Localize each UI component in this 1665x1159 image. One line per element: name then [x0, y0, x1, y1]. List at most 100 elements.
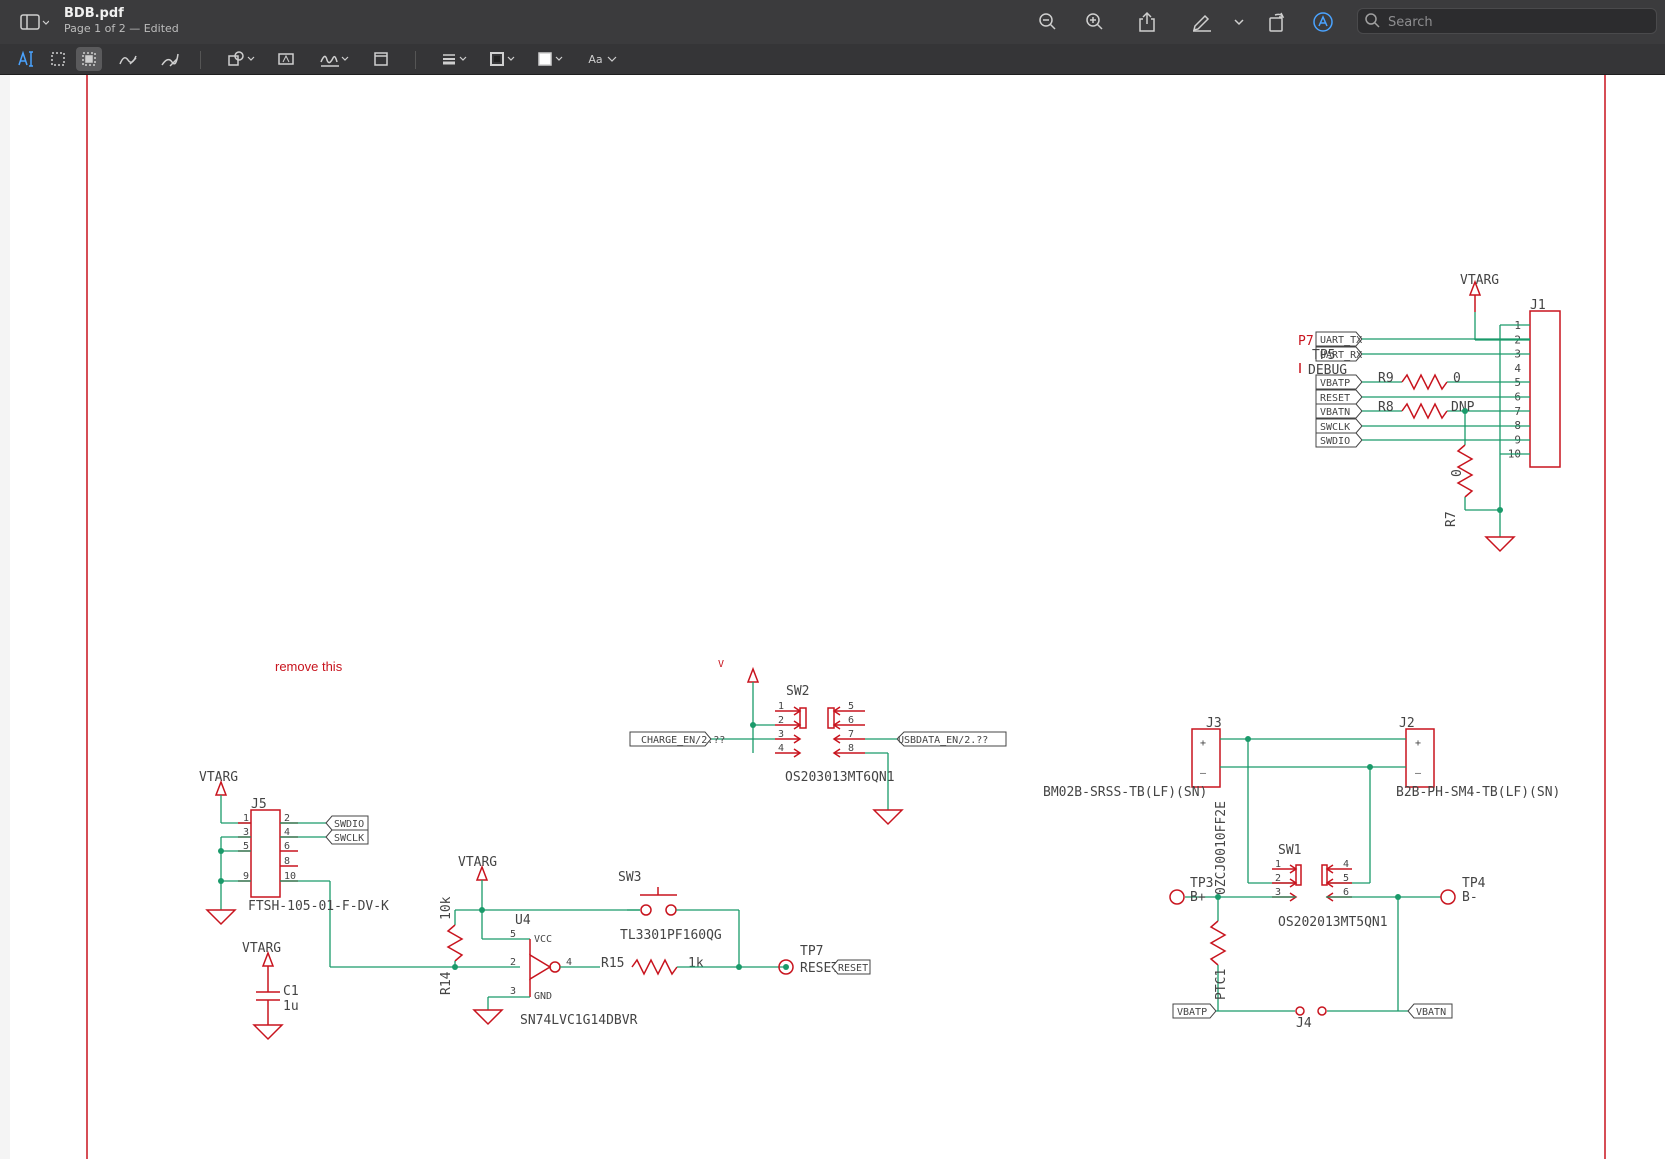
sketch-icon	[119, 55, 137, 65]
svg-text:–: –	[1415, 768, 1422, 779]
debug-label: DEBUG	[1308, 363, 1347, 378]
ptc-part: 0ZCJ0010FF2E	[1214, 801, 1229, 895]
r15-value: 1k	[688, 956, 704, 971]
tp4-ref: TP4	[1462, 876, 1486, 891]
usbdata-en-flag: USBDATA_EN/2.??	[896, 731, 1007, 747]
r15-ref: R15	[601, 956, 624, 971]
vtarg-label: VTARG	[1460, 273, 1499, 288]
j5-ref: J5	[251, 797, 267, 812]
fill-color-button[interactable]	[536, 49, 568, 69]
sign-button[interactable]	[318, 49, 352, 69]
rotate-button[interactable]	[1265, 9, 1289, 35]
svg-text:VBATP: VBATP	[1177, 1007, 1207, 1018]
share-icon	[1139, 11, 1155, 32]
sw1-pin-number: 3	[1275, 887, 1281, 898]
highlight-options-button[interactable]	[1232, 14, 1246, 30]
tp4-label: B-	[1462, 890, 1478, 905]
r9-value: 0	[1453, 371, 1461, 386]
j1-pin-number: 5	[1514, 376, 1521, 389]
search-icon	[1365, 13, 1380, 28]
sw2-pin-number: 4	[778, 743, 784, 754]
text-box-button[interactable]	[275, 49, 297, 69]
sw2-ref: SW2	[786, 684, 809, 699]
net-flag-vbatp: VBATP	[1315, 374, 1363, 390]
u4-pin: 3	[510, 986, 516, 997]
swdio-flag: SWDIO	[325, 815, 369, 831]
c1-ref: C1	[283, 984, 299, 999]
svg-text:UART_TX: UART_TX	[1320, 335, 1362, 346]
font-style-icon: Aa	[588, 52, 603, 66]
sketch-button[interactable]	[116, 49, 140, 69]
r7-value: 0	[1450, 469, 1465, 477]
sw2-pin-number: 7	[848, 729, 854, 740]
r8-value: DNP	[1451, 400, 1475, 415]
r7-resistor	[1456, 444, 1474, 498]
svg-text:–: –	[1200, 768, 1207, 779]
search-input[interactable]	[1386, 12, 1650, 32]
highlight-button[interactable]	[1190, 10, 1214, 34]
r8-resistor	[1401, 402, 1448, 420]
ptc1-fuse	[1209, 920, 1227, 966]
tp3-label: B+	[1190, 890, 1206, 905]
net-flag-uart_tx: UART_TX	[1315, 331, 1363, 347]
svg-text:VBATP: VBATP	[1320, 378, 1350, 389]
vbatp-flag: VBATP	[1172, 1003, 1217, 1019]
tp7-ref: TP7	[800, 944, 823, 959]
border-color-button[interactable]	[488, 49, 520, 69]
shapes-button[interactable]	[226, 49, 258, 69]
toolbar-divider	[200, 51, 201, 69]
markup-button[interactable]	[1310, 9, 1336, 35]
zoom-out-icon	[1039, 13, 1056, 30]
zoom-in-button[interactable]	[1083, 10, 1107, 34]
schematic-drawing: .w { stroke:#1a9a6a; stroke-width:1.3; f…	[86, 75, 1606, 1159]
lasso-select-button[interactable]	[76, 47, 102, 71]
net-flag-uart_rx: UART_RX	[1315, 346, 1363, 362]
r7-ref: R7	[1444, 511, 1459, 527]
document-view[interactable]: .w { stroke:#1a9a6a; stroke-width:1.3; f…	[0, 75, 1665, 1159]
font-style-button[interactable]: Aa	[586, 49, 620, 69]
svg-text:SWDIO: SWDIO	[334, 819, 364, 830]
j5-pin-number: 3	[243, 827, 249, 838]
sidebar-toggle-button[interactable]	[16, 10, 52, 34]
net-flag-reset: RESET	[1315, 389, 1363, 405]
u4-inverter	[529, 953, 552, 981]
j1-pin-number: 4	[1514, 362, 1521, 375]
text-select-button[interactable]	[16, 49, 36, 69]
svg-text:+: +	[1415, 738, 1421, 749]
ptc-ref: PTC1	[1214, 969, 1229, 1000]
j2-ref: J2	[1399, 716, 1415, 731]
svg-text:CHARGE_EN/2.??: CHARGE_EN/2.??	[641, 735, 725, 746]
chevron-down-icon	[607, 56, 617, 62]
fill-color-icon	[538, 52, 563, 66]
rect-select-button[interactable]	[48, 49, 68, 69]
r14-resistor	[446, 924, 464, 962]
svg-text:RESET: RESET	[838, 963, 868, 974]
zoom-out-button[interactable]	[1036, 10, 1060, 34]
c1-section: VTARG C1 1u	[242, 941, 299, 1041]
draw-button[interactable]	[158, 49, 182, 69]
r14-ref: R14	[439, 971, 454, 995]
j5-pin-number: 1	[243, 813, 249, 824]
u4-reset-section: VTARG 10k R14 U4 5 2 3 4 VCC GND R15 1k	[439, 855, 785, 1028]
j3-connector-body	[1191, 728, 1221, 788]
sw1-pin-number: 6	[1343, 887, 1349, 898]
r8-ref: R8	[1378, 400, 1394, 415]
ground-symbol	[1484, 536, 1516, 553]
sw1-part: OS202013MT5QN1	[1278, 915, 1388, 930]
j5-connector-body	[250, 809, 281, 898]
tp4-testpoint	[1440, 889, 1456, 905]
u4-part: SN74LVC1G14DBVR	[520, 1013, 638, 1028]
vtarg-label: VTARG	[242, 941, 281, 956]
sw2-pin-number: 2	[778, 715, 784, 726]
note-button[interactable]	[370, 49, 392, 69]
u4-vcc-label: VCC	[534, 934, 552, 945]
sw1-pin-number: 5	[1343, 873, 1349, 884]
rotate-icon	[1269, 12, 1285, 32]
j5-pin-number: 4	[284, 827, 290, 838]
r14-value: 10k	[439, 896, 454, 920]
share-button[interactable]	[1135, 9, 1159, 35]
line-style-button[interactable]	[440, 49, 472, 69]
j4-ref: J4	[1296, 1016, 1312, 1031]
search-field[interactable]	[1357, 8, 1657, 34]
